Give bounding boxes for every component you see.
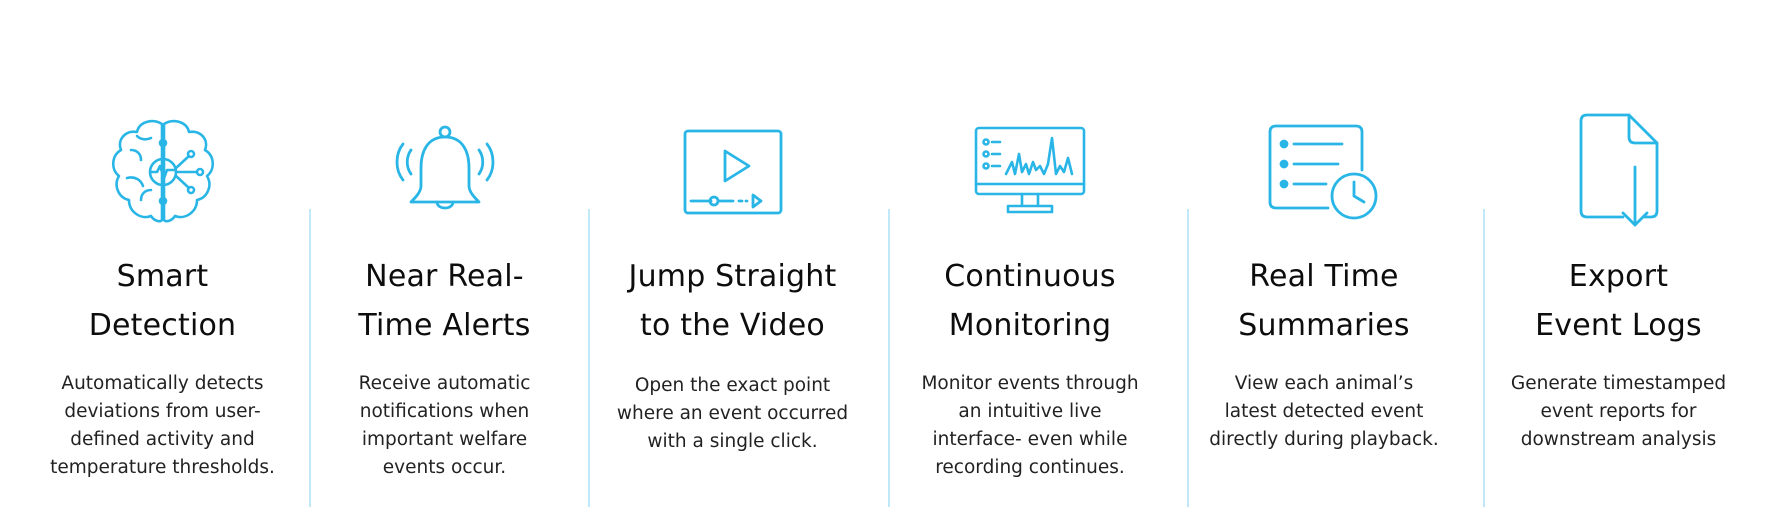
feature-title: Export Event Logs bbox=[1535, 259, 1702, 343]
feature-jump-to-video: Jump Straight to the Video Open the exac… bbox=[605, 0, 860, 528]
feature-title: Continuous Monitoring bbox=[944, 259, 1116, 343]
divider bbox=[309, 209, 311, 507]
divider bbox=[888, 209, 890, 507]
feature-continuous-monitoring: Continuous Monitoring Monitor events thr… bbox=[905, 0, 1155, 528]
feature-title: Jump Straight to the Video bbox=[628, 259, 837, 343]
feature-near-real-time-alerts: Near Real- Time Alerts Receive automatic… bbox=[322, 0, 567, 528]
feature-title: Near Real- Time Alerts bbox=[358, 259, 531, 343]
feature-description: Automatically detects deviations from us… bbox=[50, 373, 275, 478]
feature-description: Monitor events through an intuitive live… bbox=[921, 373, 1139, 478]
video-play-icon bbox=[605, 110, 860, 234]
feature-real-time-summaries: Real Time Summaries View each animal’s l… bbox=[1200, 0, 1448, 528]
feature-export-event-logs: Export Event Logs Generate timestamped e… bbox=[1496, 0, 1741, 528]
feature-title: Real Time Summaries bbox=[1238, 259, 1410, 343]
list-clock-icon bbox=[1200, 110, 1448, 234]
bell-alert-icon bbox=[322, 110, 567, 234]
feature-description: Receive automatic notifications when imp… bbox=[358, 373, 531, 478]
divider bbox=[1483, 209, 1485, 507]
feature-description: Generate timestamped event reports for d… bbox=[1510, 373, 1727, 450]
divider bbox=[588, 209, 590, 507]
feature-description: Open the exact point where an event occu… bbox=[616, 375, 849, 452]
feature-description: View each animal’s latest detected event… bbox=[1209, 373, 1439, 450]
feature-title: Smart Detection bbox=[88, 259, 237, 343]
divider bbox=[1187, 209, 1189, 507]
monitor-chart-icon bbox=[905, 110, 1155, 234]
file-export-icon bbox=[1496, 110, 1741, 234]
brain-circuit-icon bbox=[40, 110, 285, 234]
feature-smart-detection: Smart Detection Automatically detects de… bbox=[40, 0, 285, 528]
